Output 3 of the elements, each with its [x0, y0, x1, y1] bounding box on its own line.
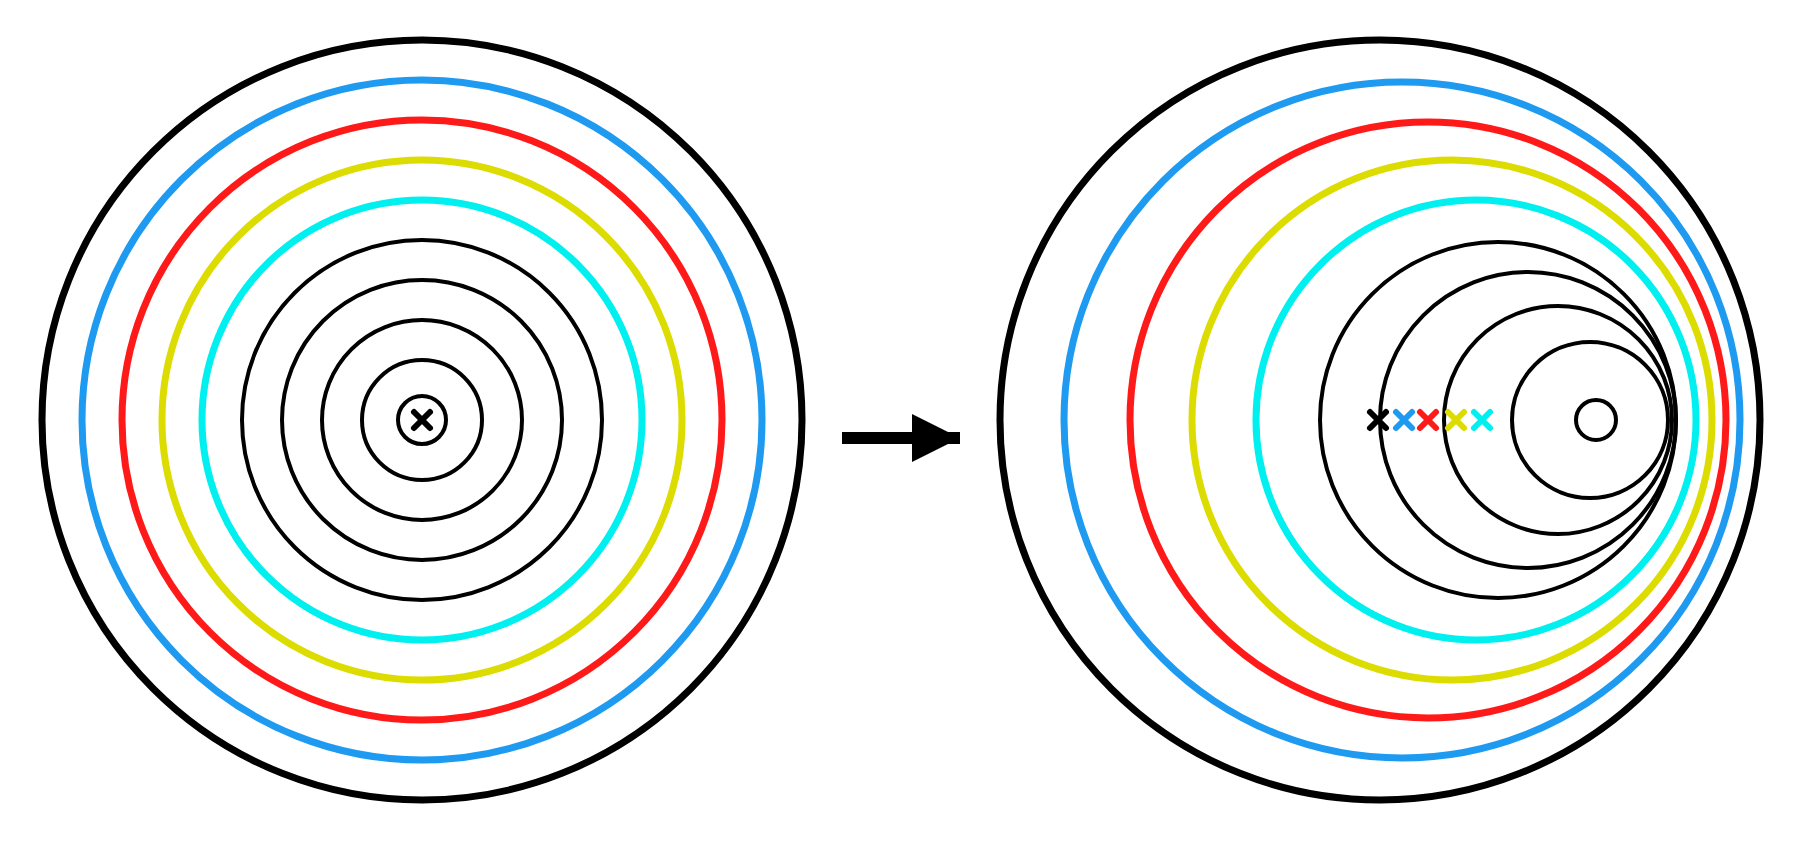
- concentric-circles-drawing: [996, 36, 1764, 804]
- concentric-circles-drawing: [38, 36, 806, 804]
- arrow: [842, 414, 960, 462]
